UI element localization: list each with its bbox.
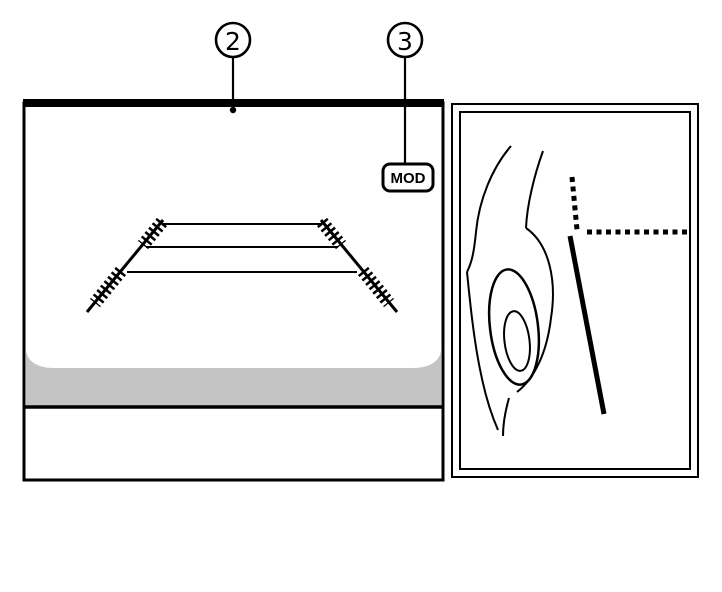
mod-badge-frame[interactable]	[381, 162, 435, 193]
callout-3: 3	[386, 21, 424, 163]
callout-3-number: 3	[397, 27, 413, 56]
rear-panel-frame	[22, 101, 445, 482]
rear-camera-panel: MOD	[22, 99, 445, 482]
bumper-area	[26, 351, 441, 406]
side-panel-inner-frame	[459, 111, 691, 470]
car-lower-body-line	[466, 271, 499, 431]
side-guide-lines	[567, 176, 690, 415]
side-panel-outer-frame	[451, 103, 699, 478]
guideline-right-hatch-lower	[357, 266, 395, 308]
car-tire	[487, 268, 541, 386]
callout-2-endpoint-dot	[229, 106, 237, 114]
car-silhouette	[466, 145, 554, 437]
callout-2-circle	[214, 21, 252, 59]
parking-guidelines	[85, 217, 399, 313]
car-wheel-rim	[503, 310, 531, 372]
mod-badge-label[interactable]: MOD	[391, 170, 426, 187]
guide-solid-distance	[567, 235, 607, 415]
callout-3-circle	[386, 21, 424, 59]
guideline-left-hatch-upper	[137, 217, 168, 250]
guideline-right-hatch-upper	[316, 217, 347, 250]
car-pillar-line	[525, 150, 544, 229]
car-body-edge-line	[466, 145, 512, 273]
car-sill-line	[502, 397, 510, 437]
callout-2-number: 2	[225, 27, 241, 56]
side-camera-panel	[451, 103, 699, 478]
callout-2: 2	[214, 21, 252, 114]
guideline-left-hatch-lower	[89, 266, 127, 308]
mod-badge[interactable]: MOD	[381, 162, 435, 193]
